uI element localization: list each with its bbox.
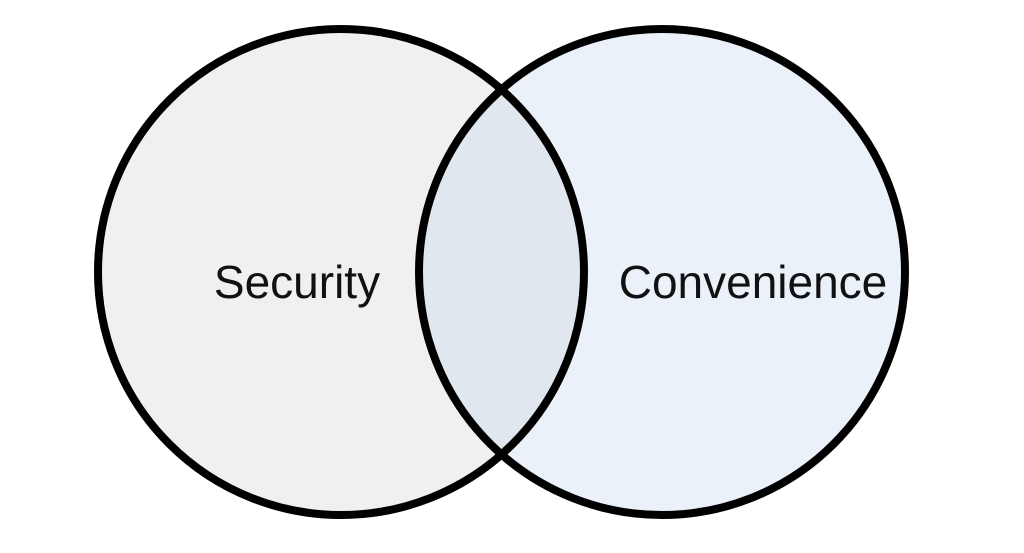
overlap-region	[419, 29, 584, 515]
security-circle-outline	[94, 25, 588, 519]
security-label: Security	[214, 256, 380, 308]
convenience-circle-outline	[415, 25, 909, 519]
convenience-label: Convenience	[619, 256, 888, 308]
